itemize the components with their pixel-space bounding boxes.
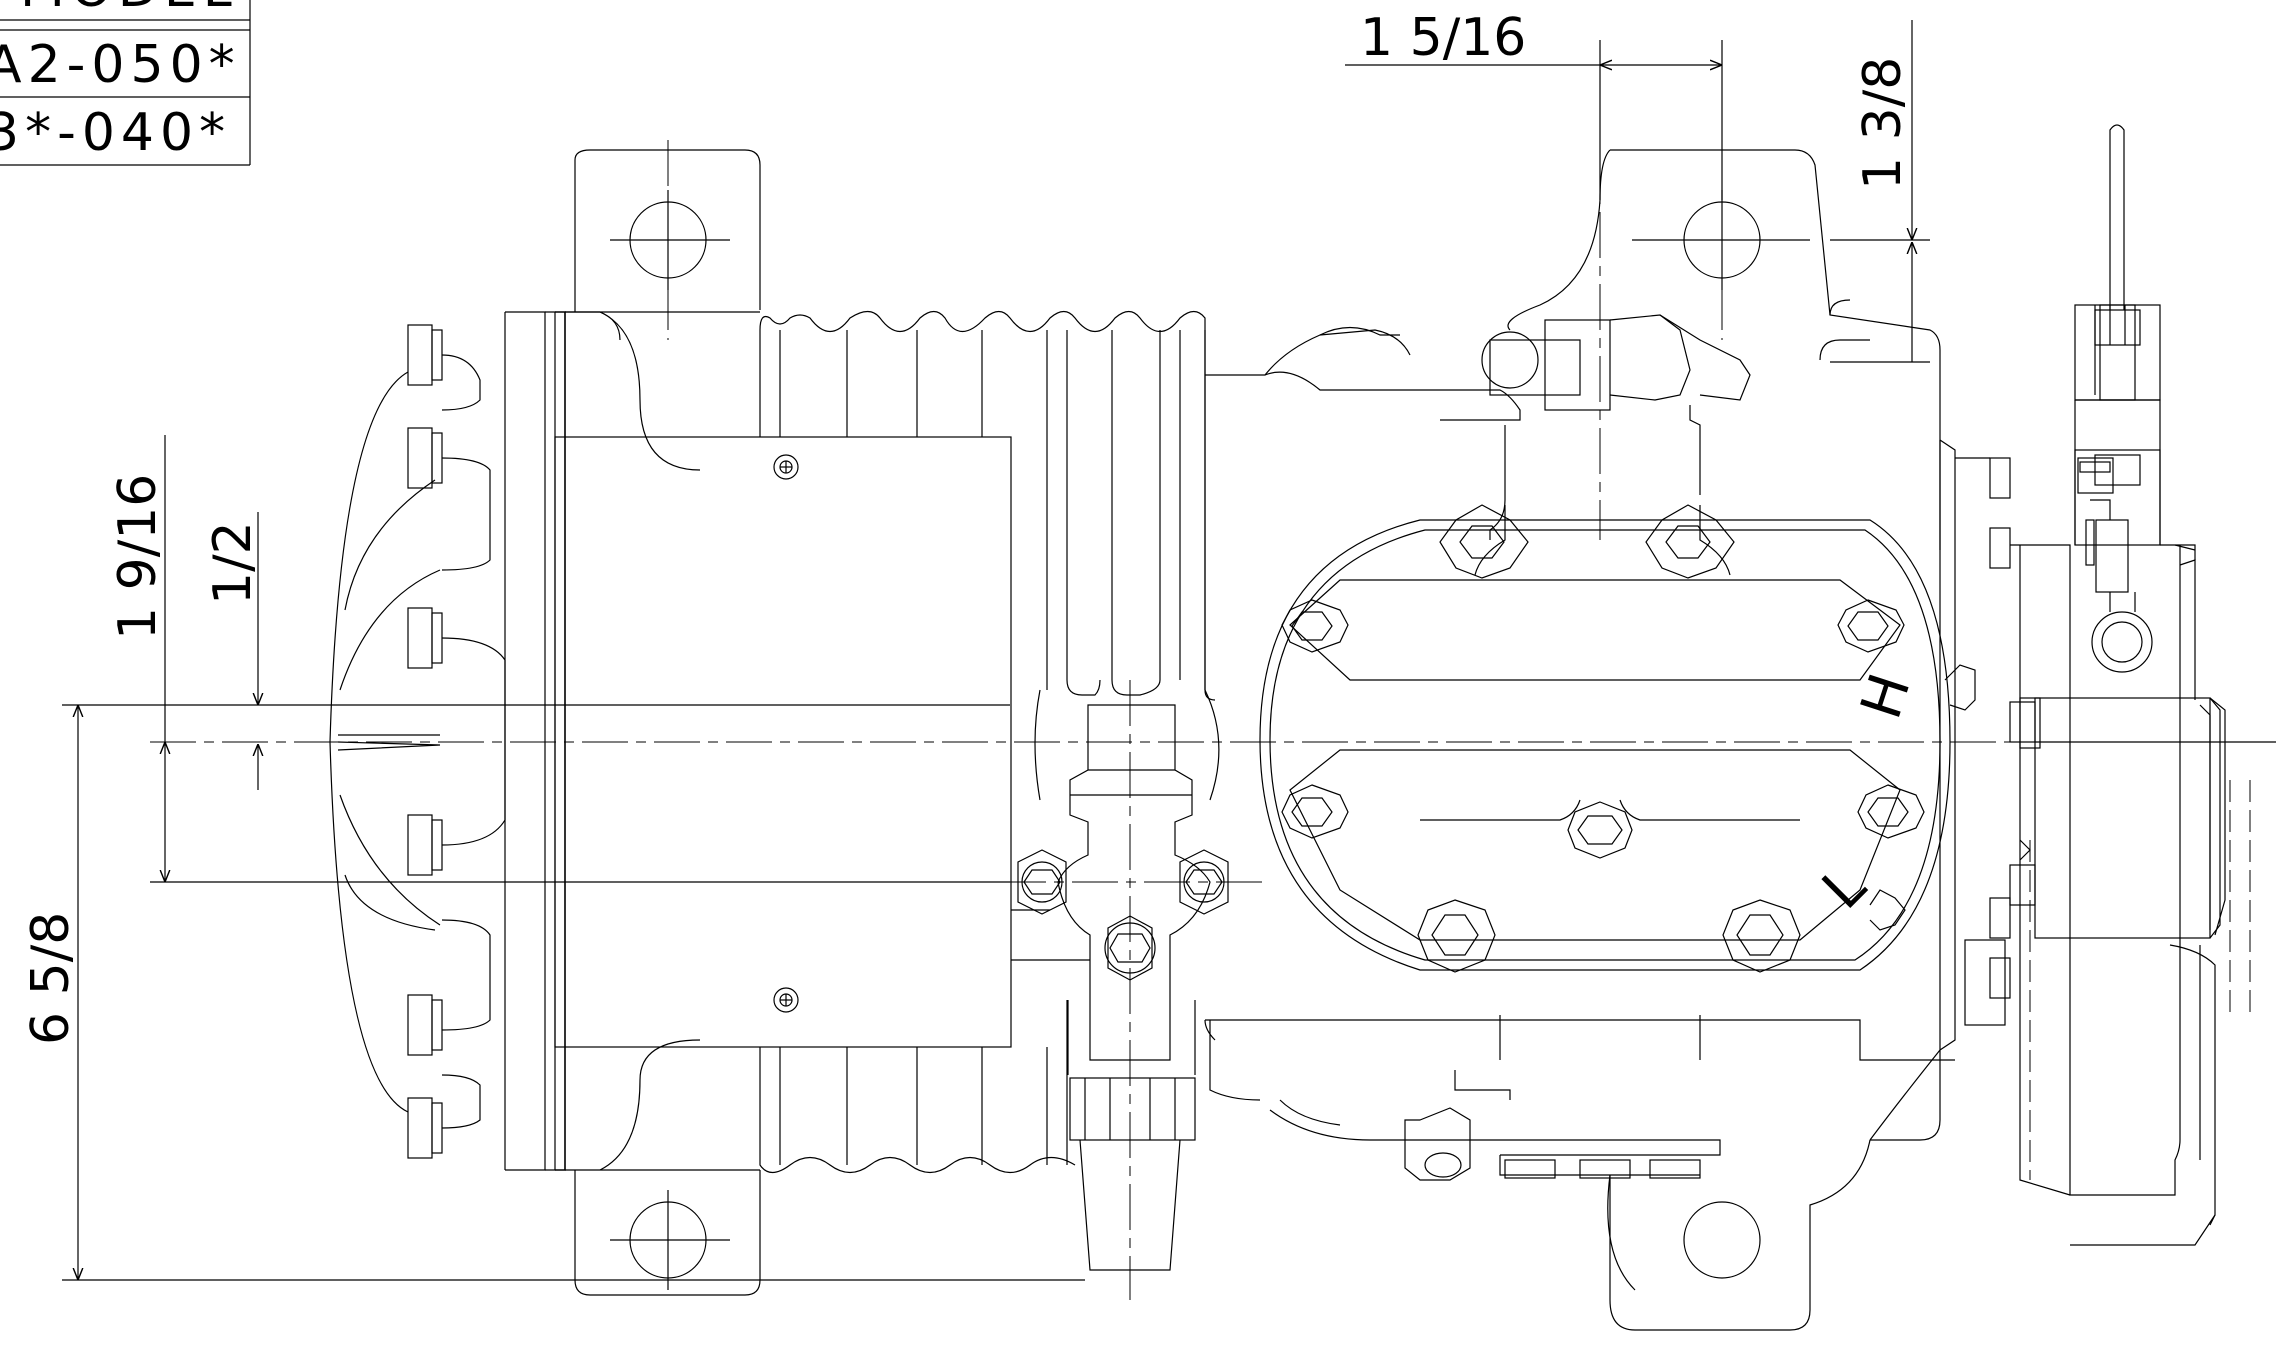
dimension-top-right-height: 1 3/8 [1830, 20, 1930, 363]
dimension-left: 1/2 1 9/16 6 5/8 [21, 435, 1085, 1281]
crankcase [1204, 439, 1956, 1331]
drain-plug [1404, 1107, 1471, 1181]
dimension-label-one-nine-sixteenths: 1 9/16 [108, 474, 168, 640]
top-casting [1205, 149, 1941, 550]
pressure-switch-tube [2099, 304, 2136, 401]
cylinder-head-bolts [1281, 504, 1925, 973]
service-fitting [1017, 704, 1229, 1271]
cylinder-head: H L [1259, 504, 1976, 973]
cooling-fins-bottom [759, 1000, 1076, 1174]
dimension-label-half: 1/2 [203, 521, 263, 605]
dimension-label-top-width: 1 5/16 [1360, 8, 1526, 68]
terminal-box-screw-top [773, 454, 799, 480]
title-block: MODEL A2-050* 3*-040* [0, 0, 251, 166]
title-block-row-2: 3*-040* [0, 103, 231, 163]
title-block-header: MODEL [20, 0, 238, 19]
motor-housing [554, 149, 1220, 1296]
low-side-mark: L [1810, 854, 1878, 922]
svg-text:H: H [1849, 666, 1924, 726]
terminal-box [554, 436, 1012, 1048]
terminal-box-screw-bottom [773, 987, 799, 1013]
title-block-row-1: A2-050* [0, 35, 241, 95]
dimension-label-top-right-height: 1 3/8 [1853, 57, 1913, 190]
high-side-mark: H [1849, 666, 1924, 726]
dimension-top-width: 1 5/16 [1345, 8, 1723, 200]
dimension-label-six-five-eighths: 6 5/8 [21, 912, 81, 1045]
svg-text:L: L [1810, 854, 1878, 922]
end-cap [329, 311, 556, 1171]
cooling-fins-top [759, 310, 1216, 701]
center-lines [150, 140, 2276, 1300]
oil-pump [1955, 124, 2276, 1246]
